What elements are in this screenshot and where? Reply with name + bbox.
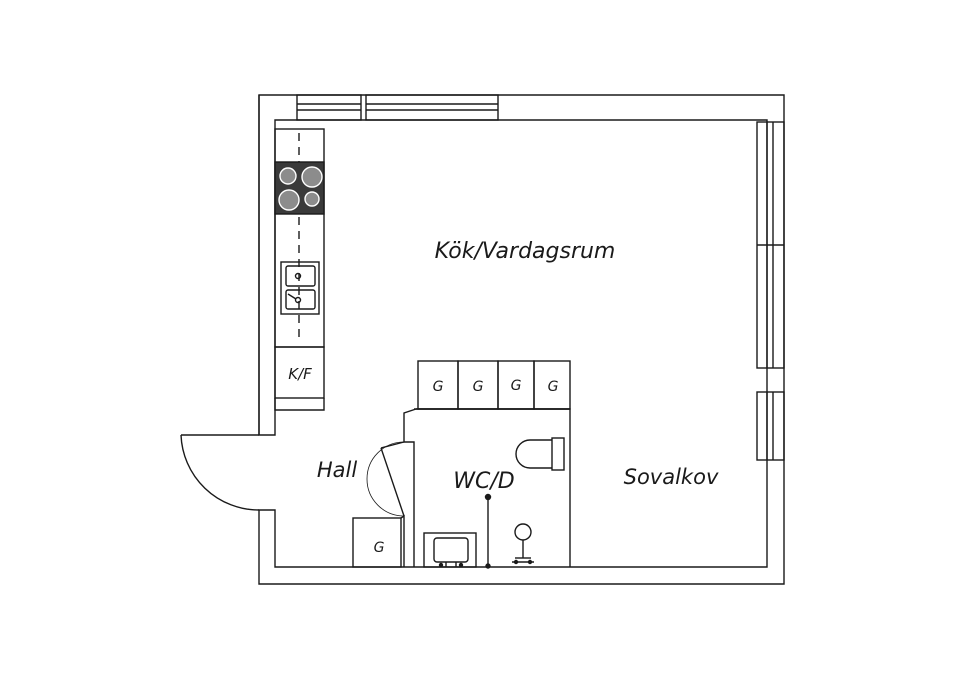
wc-door-icon [366,441,405,517]
kitchen-sink-icon [280,261,320,315]
top-window-left [296,94,362,121]
stove-icon [274,161,325,215]
hall-label: Hall [317,458,357,482]
shower-head-icon [512,523,534,565]
bathroom-sink-icon [423,532,477,568]
sleeping-alcove-label: Sovalkov [624,465,719,489]
kitchen-living-label: Kök/Vardagsrum [435,239,616,264]
hall-closet [352,514,405,568]
closet-label: G [548,379,559,395]
entrance-door-icon [180,434,260,511]
closet-label: G [511,378,522,394]
shower-rail-icon [484,493,492,569]
toilet-icon [515,437,565,471]
outer-walls [258,94,785,585]
fridge-freezer-label: K/F [288,365,312,383]
wc-label: WC/D [453,469,514,494]
closet-label: G [433,379,444,395]
fridge-freezer [274,346,325,411]
closet-label: G [473,379,484,395]
right-window-bottom [756,391,785,461]
right-window-top [756,121,785,369]
hall-closet-label: G [374,540,385,556]
top-window-right [365,94,499,121]
